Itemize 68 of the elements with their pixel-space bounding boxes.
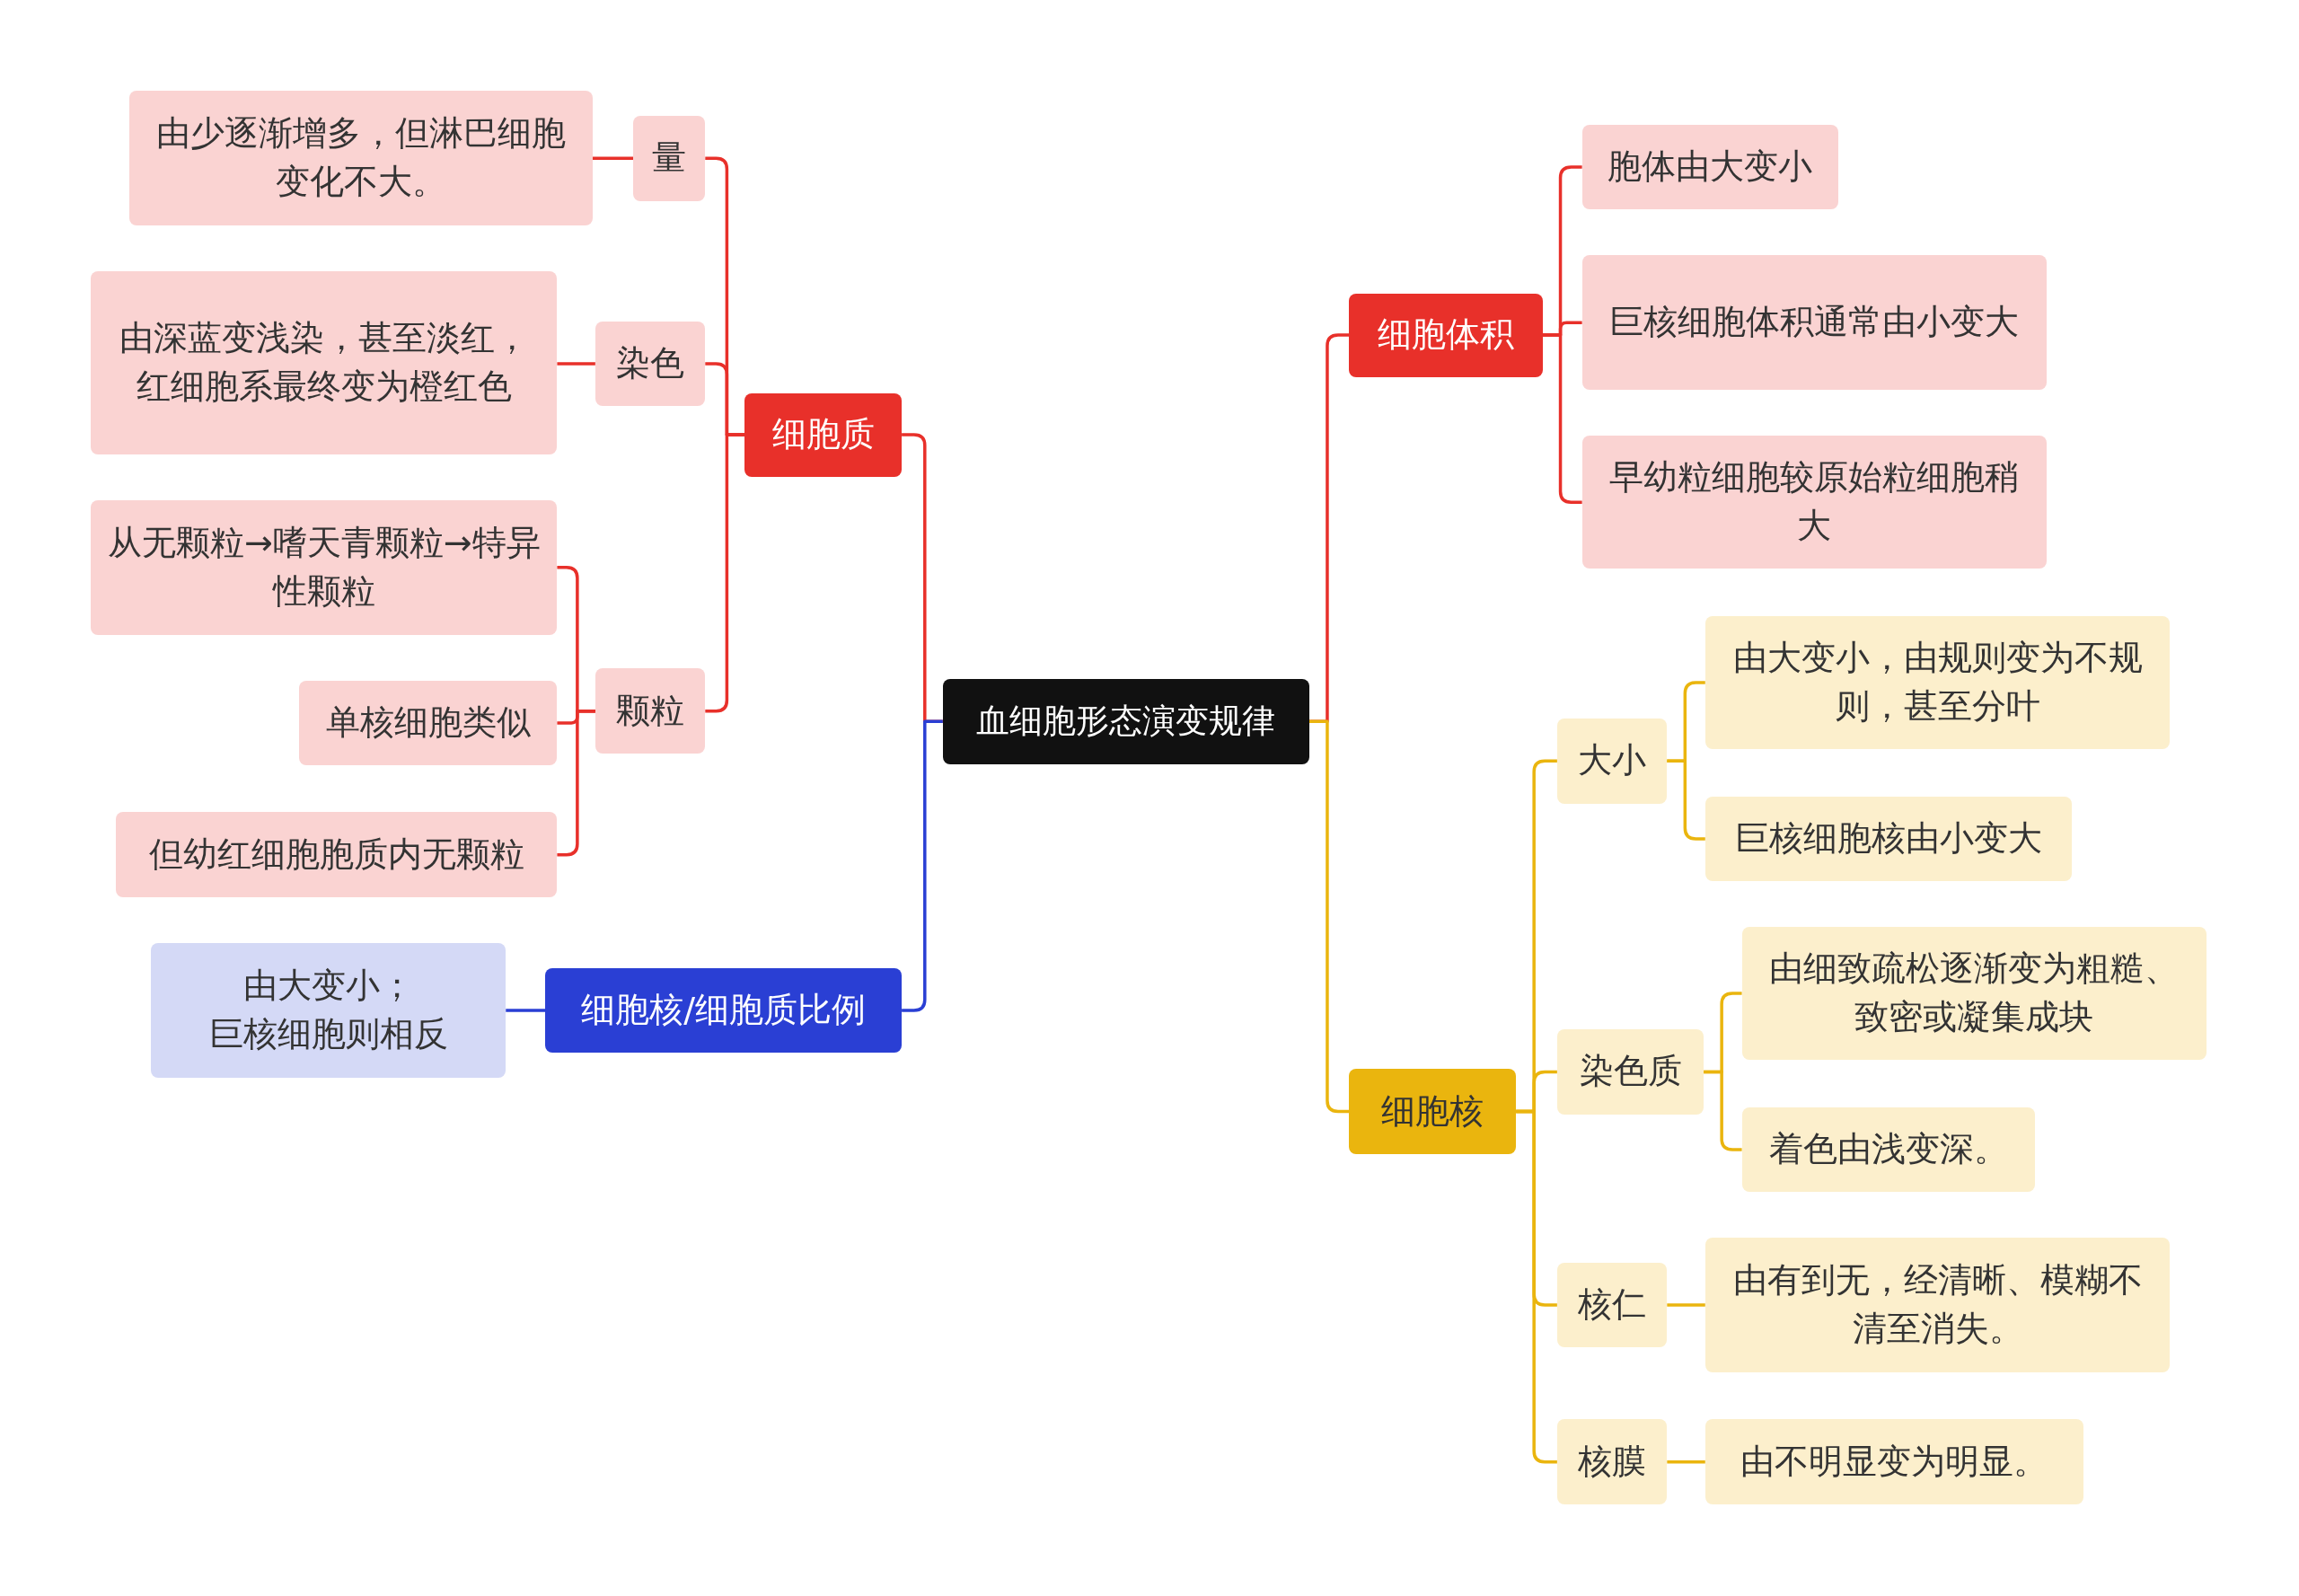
topic-text: 由少逐渐增多，但淋巴细胞变化不大。 (154, 112, 567, 204)
topic-text: 但幼红细胞胞质内无颗粒 (148, 833, 524, 876)
branch-topic-box (1349, 293, 1543, 377)
subtopic-box (1741, 926, 2207, 1061)
subtopic-box (1556, 1262, 1668, 1348)
topic-text: 巨核细胞则相反 (208, 1012, 448, 1055)
topic-text: 由深蓝变浅染，甚至淡红，红细胞系最终变为橙红色 (118, 317, 530, 409)
connector-line (557, 362, 595, 366)
subtopic-box (299, 680, 558, 766)
subtopic-box (91, 499, 558, 635)
connector-line (1308, 719, 1350, 1114)
subtopic-box (1704, 796, 2072, 882)
topic-text: 染色 (616, 341, 685, 384)
subtopic-box (1556, 1029, 1704, 1115)
subtopic-box (1581, 435, 2048, 569)
branch-topic-box (744, 392, 903, 477)
connector-line (902, 719, 943, 1012)
subtopic-box (1741, 1107, 2036, 1193)
subtopic-box (1704, 615, 2171, 750)
connector-line (1667, 759, 1705, 841)
topic-text: 大小 (1578, 739, 1647, 782)
connector-line (506, 1009, 546, 1012)
topic-text: 巨核细胞体积通常由小变大 (1609, 301, 2020, 344)
topic-text: 由大变小，由规则变为不规则，甚至分叶 (1731, 637, 2144, 727)
topic-text: 量 (652, 137, 687, 180)
topic-text: 由不明显变为明显。 (1740, 1440, 2048, 1483)
subtopic-box (1704, 1237, 2171, 1373)
topic-text: 由大变小； (242, 964, 414, 1007)
topic-text: 早幼粒细胞较原始粒细胞稍大 (1608, 456, 2021, 548)
topic-text: 巨核细胞核由小变大 (1734, 816, 2042, 860)
topic-text: 血细胞形态演变规律 (976, 701, 1276, 742)
topic-text: 着色由浅变深。 (1768, 1128, 2008, 1170)
topic-text: 胞体由大变小 (1608, 145, 1813, 189)
connector-line (1542, 333, 1582, 504)
topic-text: 细胞核 (1381, 1089, 1484, 1133)
connector-line (1667, 1303, 1705, 1307)
subtopic-box (91, 271, 558, 455)
connector-line (705, 433, 745, 713)
topic-text: 细胞体积 (1377, 313, 1514, 357)
connector-line (1516, 1109, 1557, 1464)
connector-line (592, 156, 634, 161)
subtopic-box (633, 115, 706, 201)
topic-text: 单核细胞类似 (325, 701, 531, 744)
subtopic-box (1581, 255, 2048, 391)
connector-line (1667, 1460, 1705, 1464)
branch-topic-box (1349, 1069, 1517, 1154)
subtopic-box (1581, 124, 1839, 210)
subtopic-box (151, 942, 506, 1078)
topic-text: 由有到无，经清晰、模糊不清至消失。 (1731, 1259, 2144, 1351)
topic-text: 染色质 (1579, 1050, 1682, 1093)
subtopic-box (128, 91, 593, 226)
topic-text: 细胞核/细胞质比例 (581, 988, 867, 1031)
topic-text: 颗粒 (616, 689, 685, 732)
connector-line (1704, 1070, 1742, 1151)
branch-topic-box (545, 967, 903, 1054)
subtopic-box (1704, 1419, 2083, 1505)
topic-text: 由细致疏松逐渐变为粗糙、致密或凝集成块 (1768, 948, 2180, 1039)
connector-line (557, 710, 595, 857)
subtopic-box (1556, 719, 1668, 804)
topic-text: 细胞质 (771, 413, 875, 456)
topic-text: 从无颗粒→嗜天青颗粒→特异性颗粒 (107, 521, 542, 613)
subtopic-box (595, 668, 706, 754)
subtopic-box (595, 321, 706, 407)
central-topic-box (942, 678, 1309, 764)
topic-text: 核仁 (1578, 1283, 1647, 1327)
subtopic-box (115, 812, 558, 898)
subtopic-box (1556, 1419, 1668, 1505)
topic-text: 核膜 (1578, 1440, 1647, 1483)
